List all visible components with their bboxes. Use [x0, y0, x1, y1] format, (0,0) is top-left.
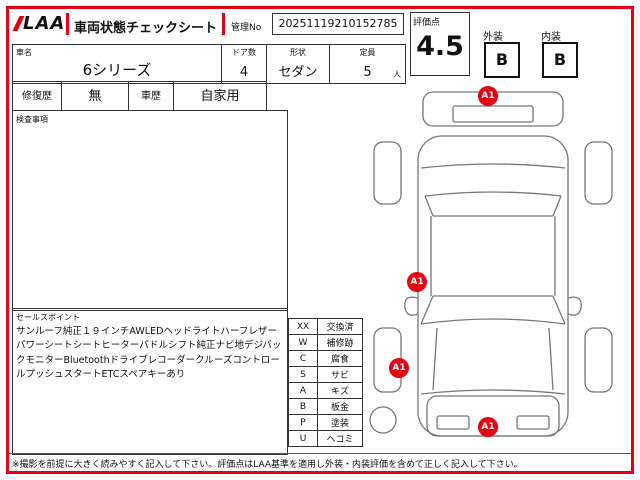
car-name-cell: 車名 6シリーズ — [13, 45, 221, 83]
car-outline-drawing — [369, 91, 613, 437]
capacity-unit: 人 — [393, 70, 401, 79]
repair-history-label: 修復歴 — [12, 81, 62, 111]
management-no-value: 20251119210152785 — [272, 13, 404, 35]
exterior-label: 外装 — [483, 32, 503, 43]
score-value: 4.5 — [416, 31, 464, 62]
capacity-cell: 定員 5 人 — [329, 45, 405, 83]
inspection-label: 検査事項 — [16, 115, 48, 124]
exterior-grade: B — [484, 42, 520, 78]
inspection-box: 検査事項 — [12, 110, 288, 311]
sales-points-text: サンルーフ純正１９インチAWLEDヘッドライトハーフレザーパワーシートシートヒー… — [16, 326, 282, 380]
divider — [66, 13, 69, 35]
score-box: 評価点 4.5 — [410, 12, 470, 76]
legend-code: A — [288, 382, 318, 399]
sales-points-label: セールスポイント — [16, 313, 80, 322]
logo-text: LAA — [23, 13, 66, 34]
shape-cell: 形状 セダン — [266, 45, 329, 83]
legend-meaning: 補修跡 — [317, 334, 363, 351]
legend-code: W — [288, 334, 318, 351]
capacity-value: 5 — [363, 65, 372, 80]
legend-code: P — [288, 414, 318, 431]
legend-meaning: ヘコミ — [317, 430, 363, 447]
car-history-label: 車歴 — [128, 81, 174, 111]
car-diagram: A1 A1 A1 A1 — [355, 84, 635, 456]
divider — [222, 13, 225, 35]
car-history-value: 自家用 — [173, 81, 267, 111]
score-label: 評価点 — [413, 18, 441, 28]
shape-label: 形状 — [290, 48, 306, 57]
interior-grade: B — [542, 42, 578, 78]
legend-code: S — [288, 366, 318, 383]
divider — [9, 453, 631, 454]
damage-marker: A1 — [478, 417, 498, 437]
legend-code: XX — [288, 318, 318, 335]
legend-code: C — [288, 350, 318, 367]
company-logo: LAA — [12, 13, 66, 34]
vehicle-info-row: 車名 6シリーズ ドア数 4 形状 セダン 定員 5 人 — [12, 44, 406, 84]
damage-marker: A1 — [389, 358, 409, 378]
sheet-title: 車両状態チェックシート — [74, 21, 218, 36]
interior-label: 内装 — [541, 32, 561, 43]
legend-code: B — [288, 398, 318, 415]
doors-value: 4 — [239, 65, 249, 80]
legend-code: U — [288, 430, 318, 447]
capacity-label: 定員 — [359, 48, 376, 57]
footer-note: ※撮影を前提に大きく読みやすく記入して下さい。評価点はLAA基準を適用し外装・内… — [12, 460, 523, 470]
car-name-value: 6シリーズ — [82, 61, 152, 79]
management-no-label: 管理No — [231, 23, 262, 33]
car-name-label: 車名 — [16, 48, 32, 57]
sales-points-box: セールスポイント サンルーフ純正１９インチAWLEDヘッドライトハーフレザーパワ… — [12, 308, 288, 455]
shape-value: セダン — [278, 65, 318, 80]
damage-marker: A1 — [407, 272, 427, 292]
doors-label: ドア数 — [232, 48, 256, 57]
damage-marker: A1 — [478, 86, 498, 106]
repair-history-value: 無 — [61, 81, 129, 111]
doors-cell: ドア数 4 — [221, 45, 266, 83]
history-row: 修復歴 無 車歴 自家用 — [12, 81, 267, 111]
